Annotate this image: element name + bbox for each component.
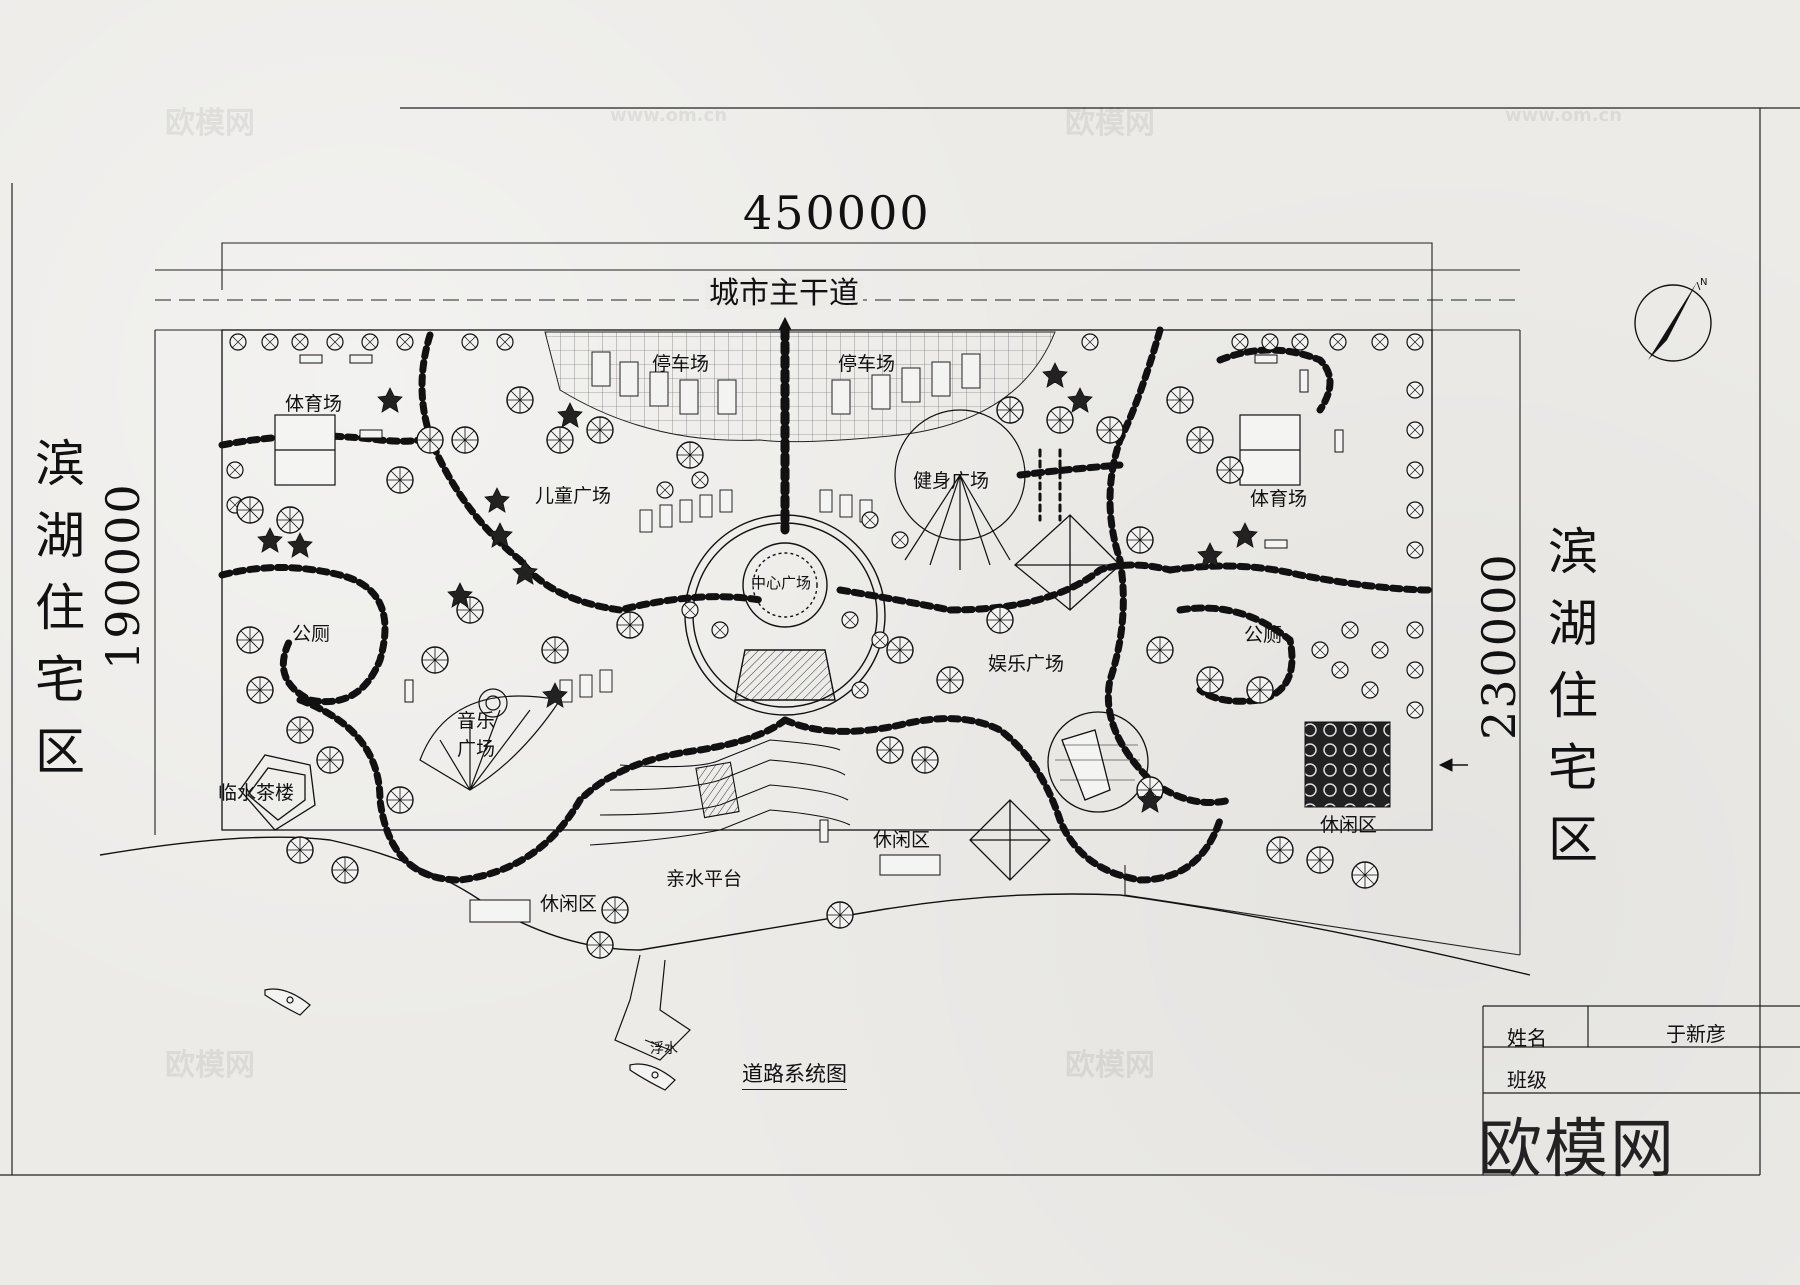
zone-sports-right: 体育场 (1250, 488, 1308, 510)
zone-fitness-plaza: 健身广场 (913, 470, 990, 492)
zone-music-plaza-line2: 广场 (457, 738, 496, 760)
zone-waterfront-platform: 亲水平台 (666, 868, 743, 890)
svg-text:N: N (1700, 277, 1707, 288)
zone-childrens-plaza: 儿童广场 (535, 485, 612, 507)
zone-leisure-3: 休闲区 (1320, 814, 1378, 836)
dimension-top-width: 450000 (743, 186, 931, 240)
watermark: 欧模网 (165, 1048, 255, 1083)
watermark: 欧模网 (165, 106, 255, 141)
title-block-class-label: 班级 (1507, 1068, 1547, 1092)
right-residential-label: 滨 湖 住 宅 区 (1548, 523, 1598, 869)
zone-teahouse: 临水茶楼 (218, 782, 295, 804)
left-residential-label: 滨 湖 住 宅 区 (35, 435, 85, 781)
zone-toilet-right: 公厕 (1244, 624, 1283, 646)
dimension-right-height: 230000 (1472, 552, 1526, 740)
watermark-url: www.om.cn (1505, 105, 1623, 126)
watermark-url: www.om.cn (610, 105, 728, 126)
zone-floating: 浮水 (650, 1041, 678, 1057)
zone-leisure-1: 休闲区 (540, 893, 598, 915)
watermark: 欧模网 (1065, 106, 1155, 141)
watermark: 欧模网 (1065, 1048, 1155, 1083)
title-block-name-label: 姓名 (1507, 1026, 1547, 1050)
road-label: 城市主干道 (705, 279, 863, 309)
zone-toilet-left: 公厕 (292, 623, 331, 645)
dimension-left-height: 190000 (96, 482, 150, 670)
zone-leisure-2: 休闲区 (873, 829, 931, 851)
brand-logo: 欧模网 (1478, 1113, 1676, 1187)
zone-central-plaza: 中心广场 (751, 574, 812, 592)
drawing-title: 道路系统图 (742, 1064, 847, 1090)
zone-entertainment-plaza: 娱乐广场 (988, 653, 1065, 675)
zone-music-plaza-line1: 音乐 (457, 710, 496, 732)
title-block-name-value: 于新彦 (1666, 1022, 1726, 1046)
zone-parking-left: 停车场 (652, 353, 710, 375)
zone-parking-right: 停车场 (838, 353, 896, 375)
north-arrow-icon: N (1634, 277, 1712, 362)
zone-sports-left: 体育场 (285, 393, 343, 415)
